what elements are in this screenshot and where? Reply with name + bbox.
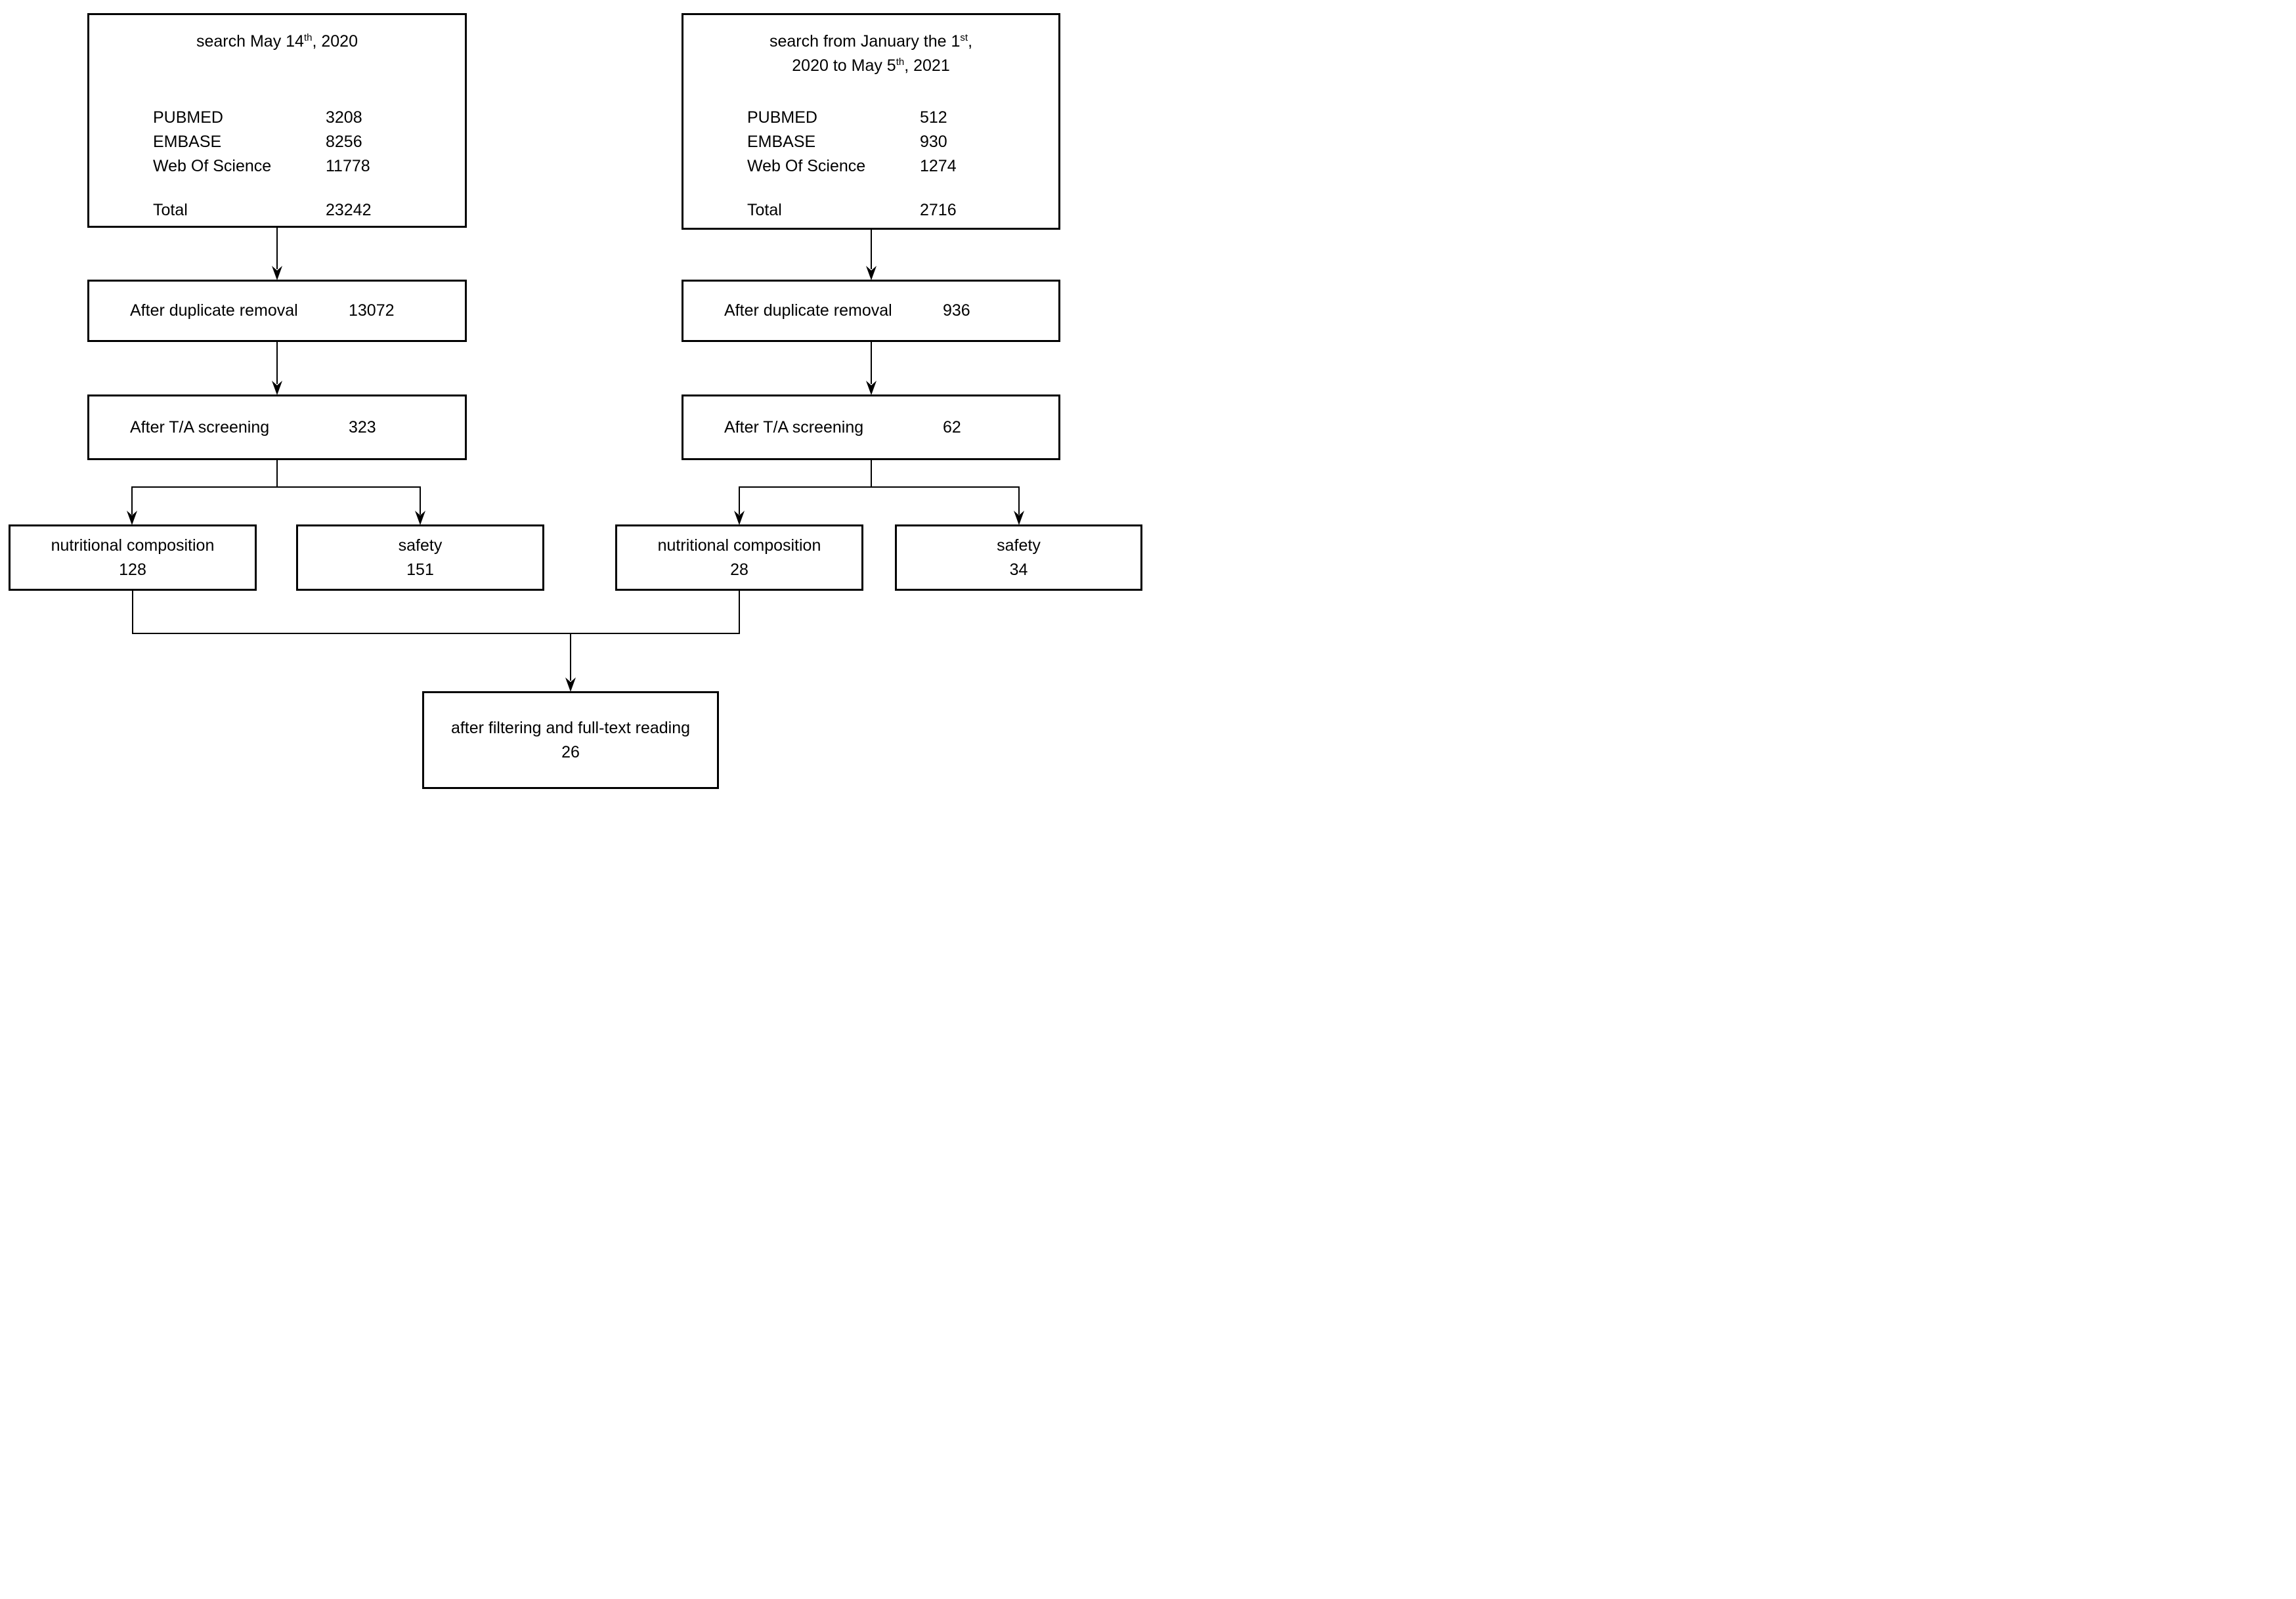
category-label: nutritional composition [657,536,821,555]
step-label: After T/A screening [724,417,864,437]
arrowhead-left-screening [272,381,282,395]
database-row-pubmed: PUBMED 3208 [153,106,454,130]
title-text: search from January the 1 [769,32,961,51]
arrowhead-right-duplicate [866,266,877,280]
safety-box-initial: safety 151 [296,524,544,591]
duplicate-removal-box-initial: After duplicate removal 13072 [87,280,467,342]
safety-box-update: safety 34 [895,524,1142,591]
database-row-web-of-science: Web Of Science 1274 [747,154,1048,179]
arrowhead-left-safety [415,511,425,525]
search-box-update: search from January the 1st, 2020 to May… [682,13,1060,230]
flow-diagram: search May 14th, 2020 PUBMED 3208 EMBASE… [0,0,1148,800]
title-superscript: th [896,56,905,68]
database-label: EMBASE [153,133,222,151]
search-box-update-title: search from January the 1st, 2020 to May… [683,30,1058,78]
final-inclusion-box: after filtering and full-text reading 26 [422,691,719,789]
database-count: 3208 [326,108,362,127]
title-text-end: , [968,32,973,51]
category-count: 128 [119,560,146,579]
database-count: 930 [920,133,947,151]
search-box-initial-title: search May 14th, 2020 [89,30,465,54]
title-line-1: search from January the 1st, [683,30,1058,54]
database-label: EMBASE [747,133,816,151]
database-count: 11778 [326,157,370,175]
nutritional-composition-box-initial: nutritional composition 128 [9,524,257,591]
database-count: 512 [920,108,947,127]
connector-lines [127,228,1024,692]
arrowhead-left-duplicate [272,266,282,280]
total-row: Total 23242 [153,198,454,223]
database-count: 8256 [326,133,362,151]
arrowhead-final [565,677,576,692]
step-label: After duplicate removal [130,301,298,320]
step-count: 13072 [349,301,395,320]
step-label: After T/A screening [130,417,270,437]
step-count: 936 [943,301,970,320]
database-label: PUBMED [153,108,223,127]
total-count: 23242 [326,201,372,219]
category-label: safety [398,536,443,555]
title-text: 2020 to May 5 [792,56,896,75]
arrowhead-right-nutritional [734,511,745,525]
final-label: after filtering and full-text reading [450,718,691,737]
step-count: 62 [943,417,961,437]
title-text-end: , 2021 [904,56,950,75]
ta-screening-box-update: After T/A screening 62 [682,394,1060,460]
total-label: Total [153,201,188,219]
total-count: 2716 [920,201,957,219]
duplicate-removal-box-update: After duplicate removal 936 [682,280,1060,342]
database-row-embase: EMBASE 8256 [153,130,454,154]
database-count-list: PUBMED 3208 EMBASE 8256 Web Of Science 1… [153,106,454,179]
step-label: After duplicate removal [724,301,892,320]
database-row-pubmed: PUBMED 512 [747,106,1048,130]
title-text-end: , 2020 [312,32,358,51]
arrowhead-left-nutritional [127,511,137,525]
final-count: 26 [561,742,580,761]
title-text: search May 14 [196,32,304,51]
ta-screening-box-initial: After T/A screening 323 [87,394,467,460]
category-label: safety [997,536,1041,555]
total-label: Total [747,201,782,219]
category-label: nutritional composition [51,536,215,555]
arrowhead-right-safety [1014,511,1024,525]
database-count-list: PUBMED 512 EMBASE 930 Web Of Science 127… [747,106,1048,179]
database-row-web-of-science: Web Of Science 11778 [153,154,454,179]
search-box-initial: search May 14th, 2020 PUBMED 3208 EMBASE… [87,13,467,228]
title-superscript: st [960,32,968,43]
title-superscript: th [303,32,313,43]
category-count: 34 [1009,560,1028,579]
database-label: Web Of Science [153,157,272,175]
title-line-2: 2020 to May 5th, 2021 [683,54,1058,78]
nutritional-composition-box-update: nutritional composition 28 [615,524,863,591]
total-row: Total 2716 [747,198,1048,223]
database-label: PUBMED [747,108,817,127]
category-count: 151 [406,560,434,579]
category-count: 28 [730,560,748,579]
database-count: 1274 [920,157,957,175]
database-row-embase: EMBASE 930 [747,130,1048,154]
step-count: 323 [349,417,376,437]
database-label: Web Of Science [747,157,866,175]
arrowhead-right-screening [866,381,877,395]
